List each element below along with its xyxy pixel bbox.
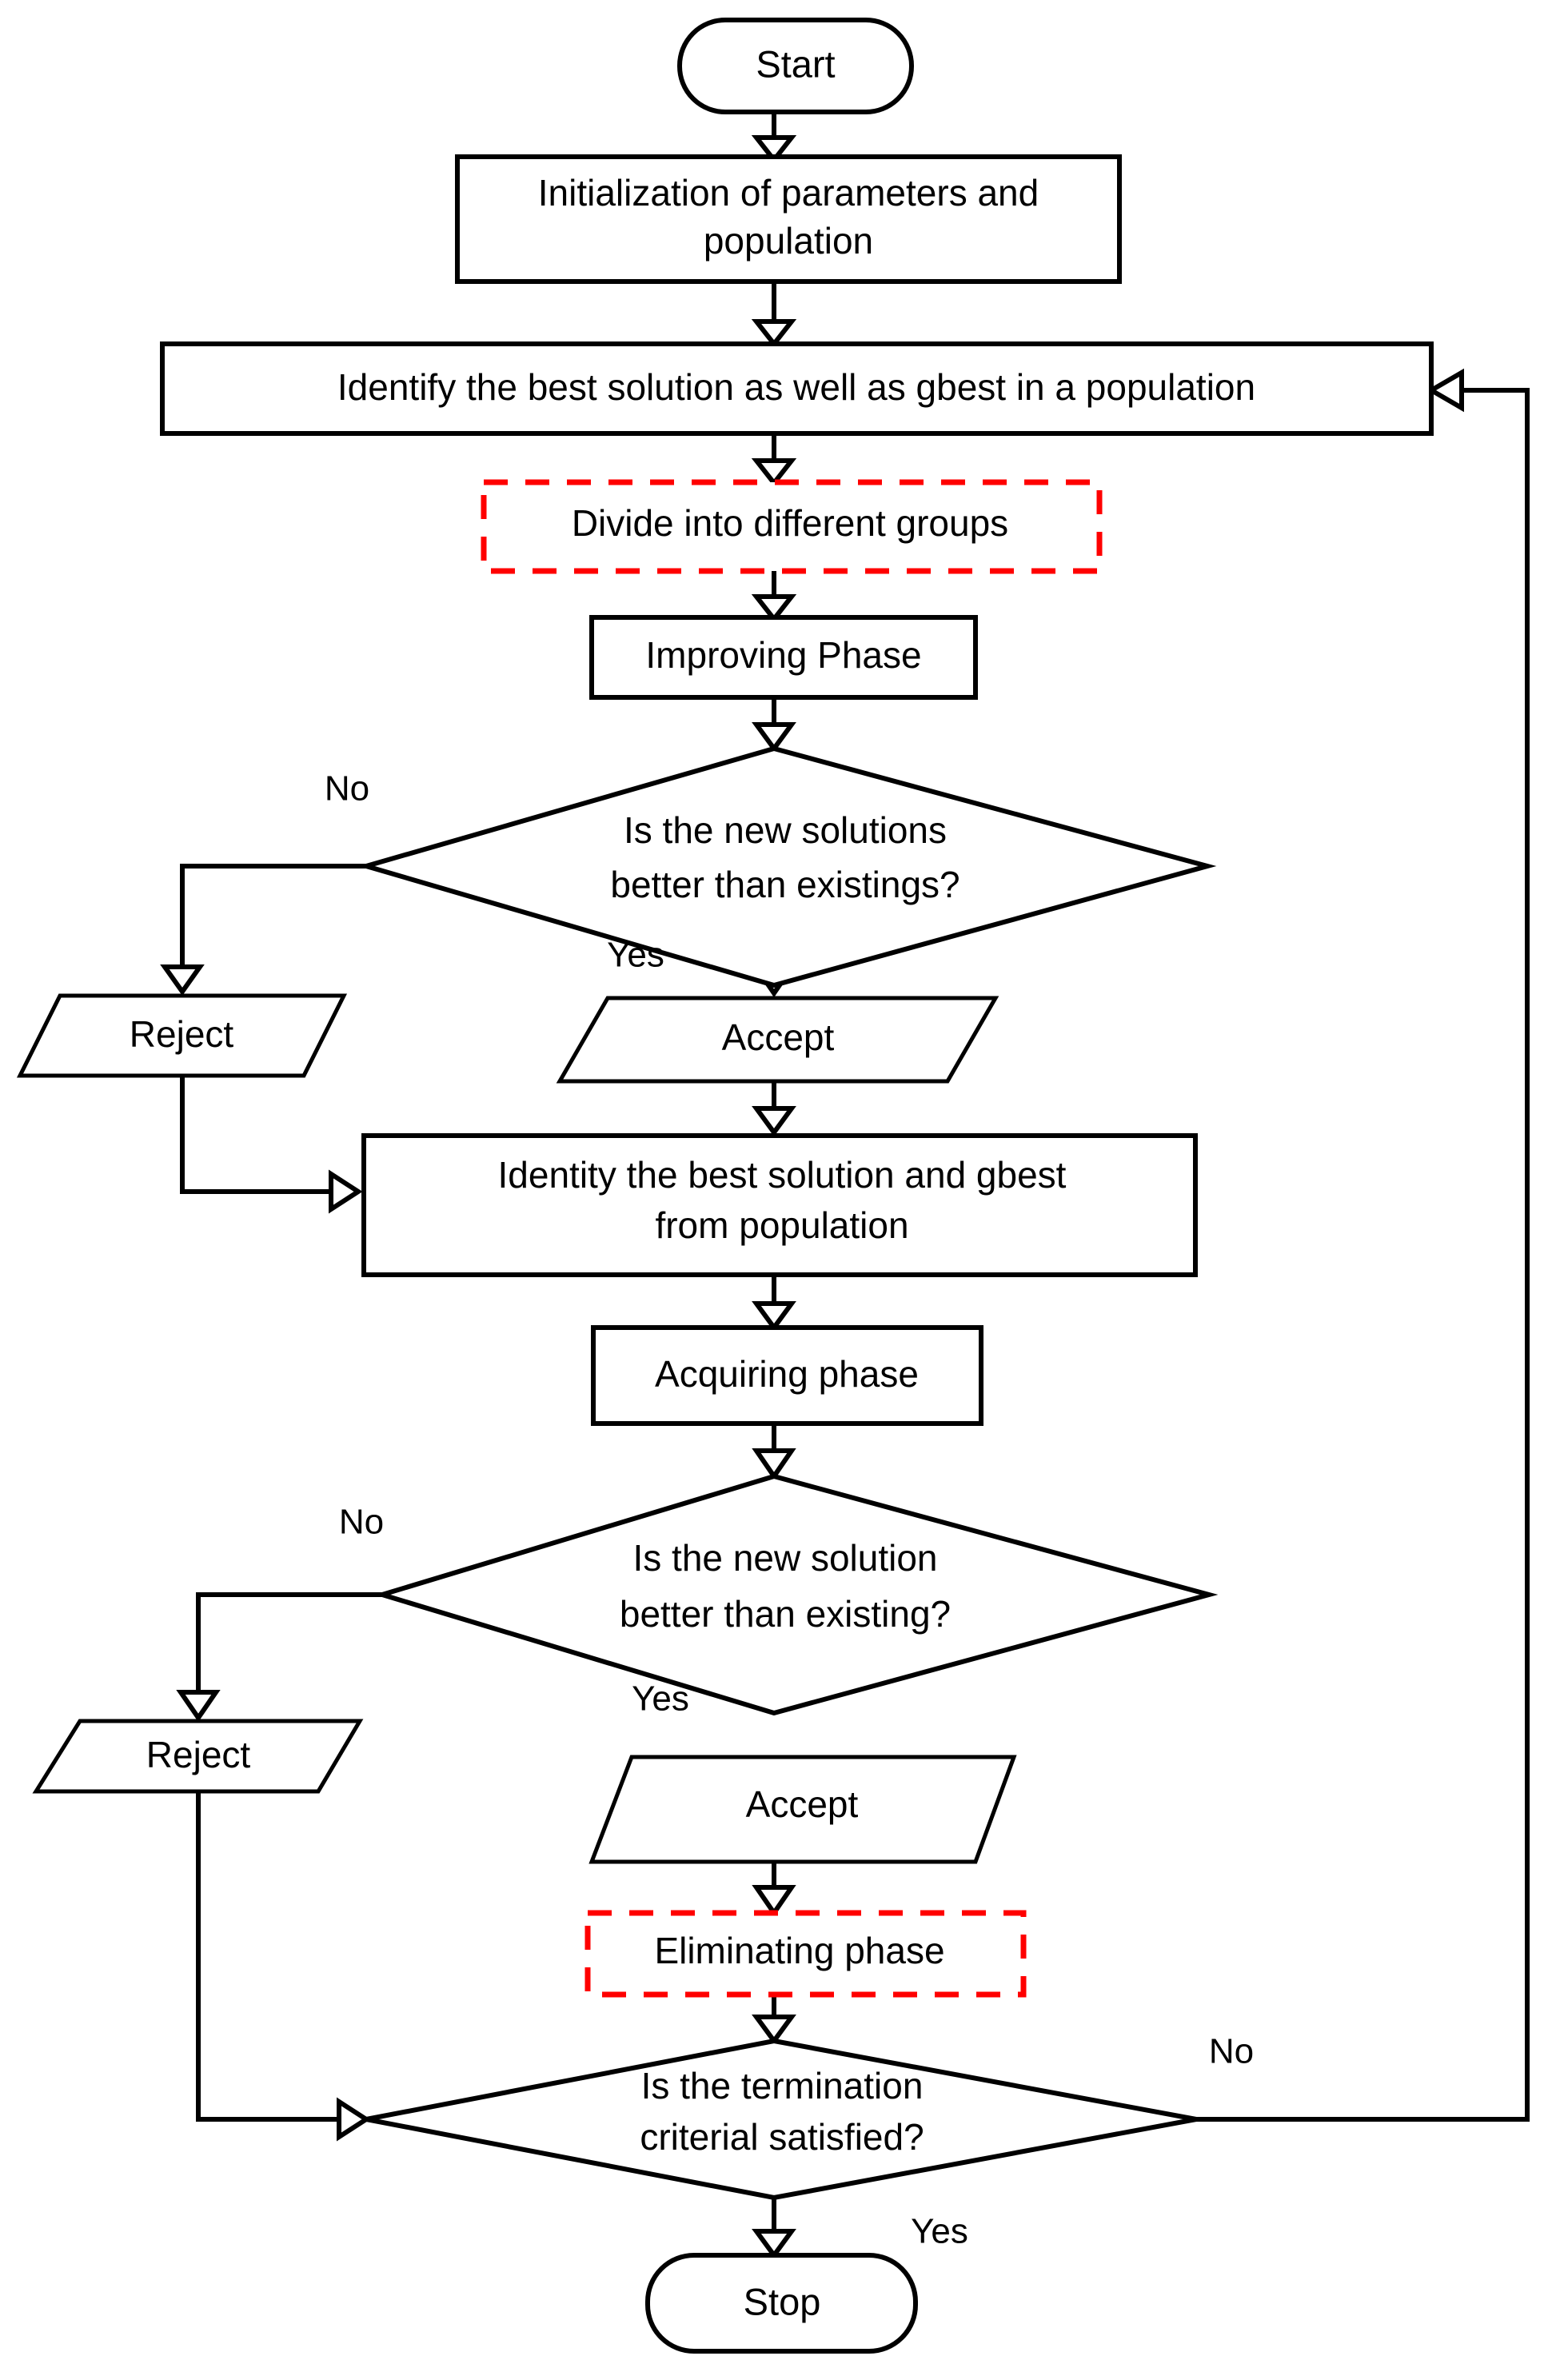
edge-label-termination-no: No (1209, 2032, 1254, 2071)
node-identity-gbest-label-line2: from population (655, 1204, 908, 1246)
edge-identity-to-acquiring (752, 1275, 796, 1332)
node-identity-gbest-label-line1: Identity the best solution and gbest (498, 1154, 1067, 1196)
node-start[interactable]: Start (677, 18, 914, 114)
node-decision-termination[interactable]: Is the termination criterial satisfied? (365, 2038, 1197, 2201)
node-stop-label: Stop (744, 2280, 821, 2322)
node-decision-improving[interactable]: Is the new solutions better than existin… (357, 745, 1217, 988)
edge-decision3-no-feedback (1196, 368, 1530, 2122)
node-decision-acquiring[interactable]: Is the new solution better than existing… (373, 1473, 1219, 1716)
edge-start-to-init (751, 112, 797, 164)
node-improving-phase[interactable]: Improving Phase (589, 615, 978, 700)
node-accept-acquiring-label: Accept (746, 1783, 859, 1825)
node-identity-gbest[interactable]: Identity the best solution and gbest fro… (361, 1133, 1198, 1277)
node-identify-gbest-label: Identify the best solution as well as gb… (337, 366, 1255, 408)
edge-label-acquiring-no: No (339, 1503, 384, 1542)
edge-reject1-to-identity (180, 1076, 363, 1214)
edge-label-improving-yes: Yes (607, 936, 664, 975)
node-acquiring-phase-label: Acquiring phase (655, 1353, 919, 1395)
node-initialization[interactable]: Initialization of parameters and populat… (455, 154, 1122, 284)
node-decision-improving-label-line2: better than existings? (610, 864, 960, 905)
edge-init-to-identify (751, 282, 797, 348)
node-reject-acquiring-label: Reject (146, 1734, 251, 1775)
node-reject-improving[interactable]: Reject (16, 993, 348, 1078)
node-identify-gbest[interactable]: Identify the best solution as well as gb… (160, 341, 1434, 436)
node-improving-phase-label: Improving Phase (645, 634, 921, 676)
edge-decision2-no-to-reject (176, 1592, 382, 1723)
edge-eliminating-to-decision3 (752, 1995, 796, 2046)
node-divide-groups-label: Divide into different groups (572, 502, 1008, 544)
node-initialization-label-line1: Initialization of parameters and (538, 172, 1039, 214)
node-decision-improving-label-line1: Is the new solutions (624, 809, 947, 851)
edge-reject2-to-decision3 (196, 1791, 371, 2142)
node-acquiring-phase[interactable]: Acquiring phase (591, 1325, 983, 1426)
node-eliminating-phase-label: Eliminating phase (654, 1930, 944, 1971)
node-reject-acquiring[interactable]: Reject (32, 1719, 364, 1794)
node-decision-acquiring-label-line2: better than existing? (620, 1593, 951, 1635)
node-eliminating-phase[interactable]: Eliminating phase (584, 1910, 1027, 1998)
edge-accept1-to-identity (752, 1081, 796, 1137)
node-reject-improving-label: Reject (130, 1013, 234, 1055)
edge-label-improving-no: No (325, 769, 369, 809)
edge-label-termination-yes: Yes (911, 2212, 968, 2251)
edge-decision1-no-to-reject (160, 864, 366, 996)
edge-label-acquiring-yes: Yes (632, 1679, 689, 1719)
node-divide-groups[interactable]: Divide into different groups (481, 479, 1103, 574)
node-accept-acquiring[interactable]: Accept (588, 1755, 1017, 1864)
edge-improving-to-decision1 (752, 697, 796, 753)
edge-divide-to-improving (751, 571, 797, 623)
node-decision-termination-label-line1: Is the termination (641, 2065, 924, 2106)
edge-accept2-to-eliminating (752, 1862, 796, 1918)
edge-decision3-yes-to-stop (752, 2198, 796, 2260)
node-accept-improving-label: Accept (722, 1016, 835, 1058)
node-decision-termination-label-line2: criterial satisfied? (640, 2116, 924, 2158)
node-start-label: Start (756, 42, 835, 85)
edge-identify-to-divide (751, 433, 797, 487)
node-accept-improving[interactable]: Accept (556, 996, 999, 1084)
edge-acquiring-to-decision2 (752, 1424, 796, 1481)
node-decision-acquiring-label-line1: Is the new solution (632, 1537, 937, 1579)
node-initialization-label-line2: population (704, 220, 873, 262)
node-stop[interactable]: Stop (645, 2253, 918, 2354)
